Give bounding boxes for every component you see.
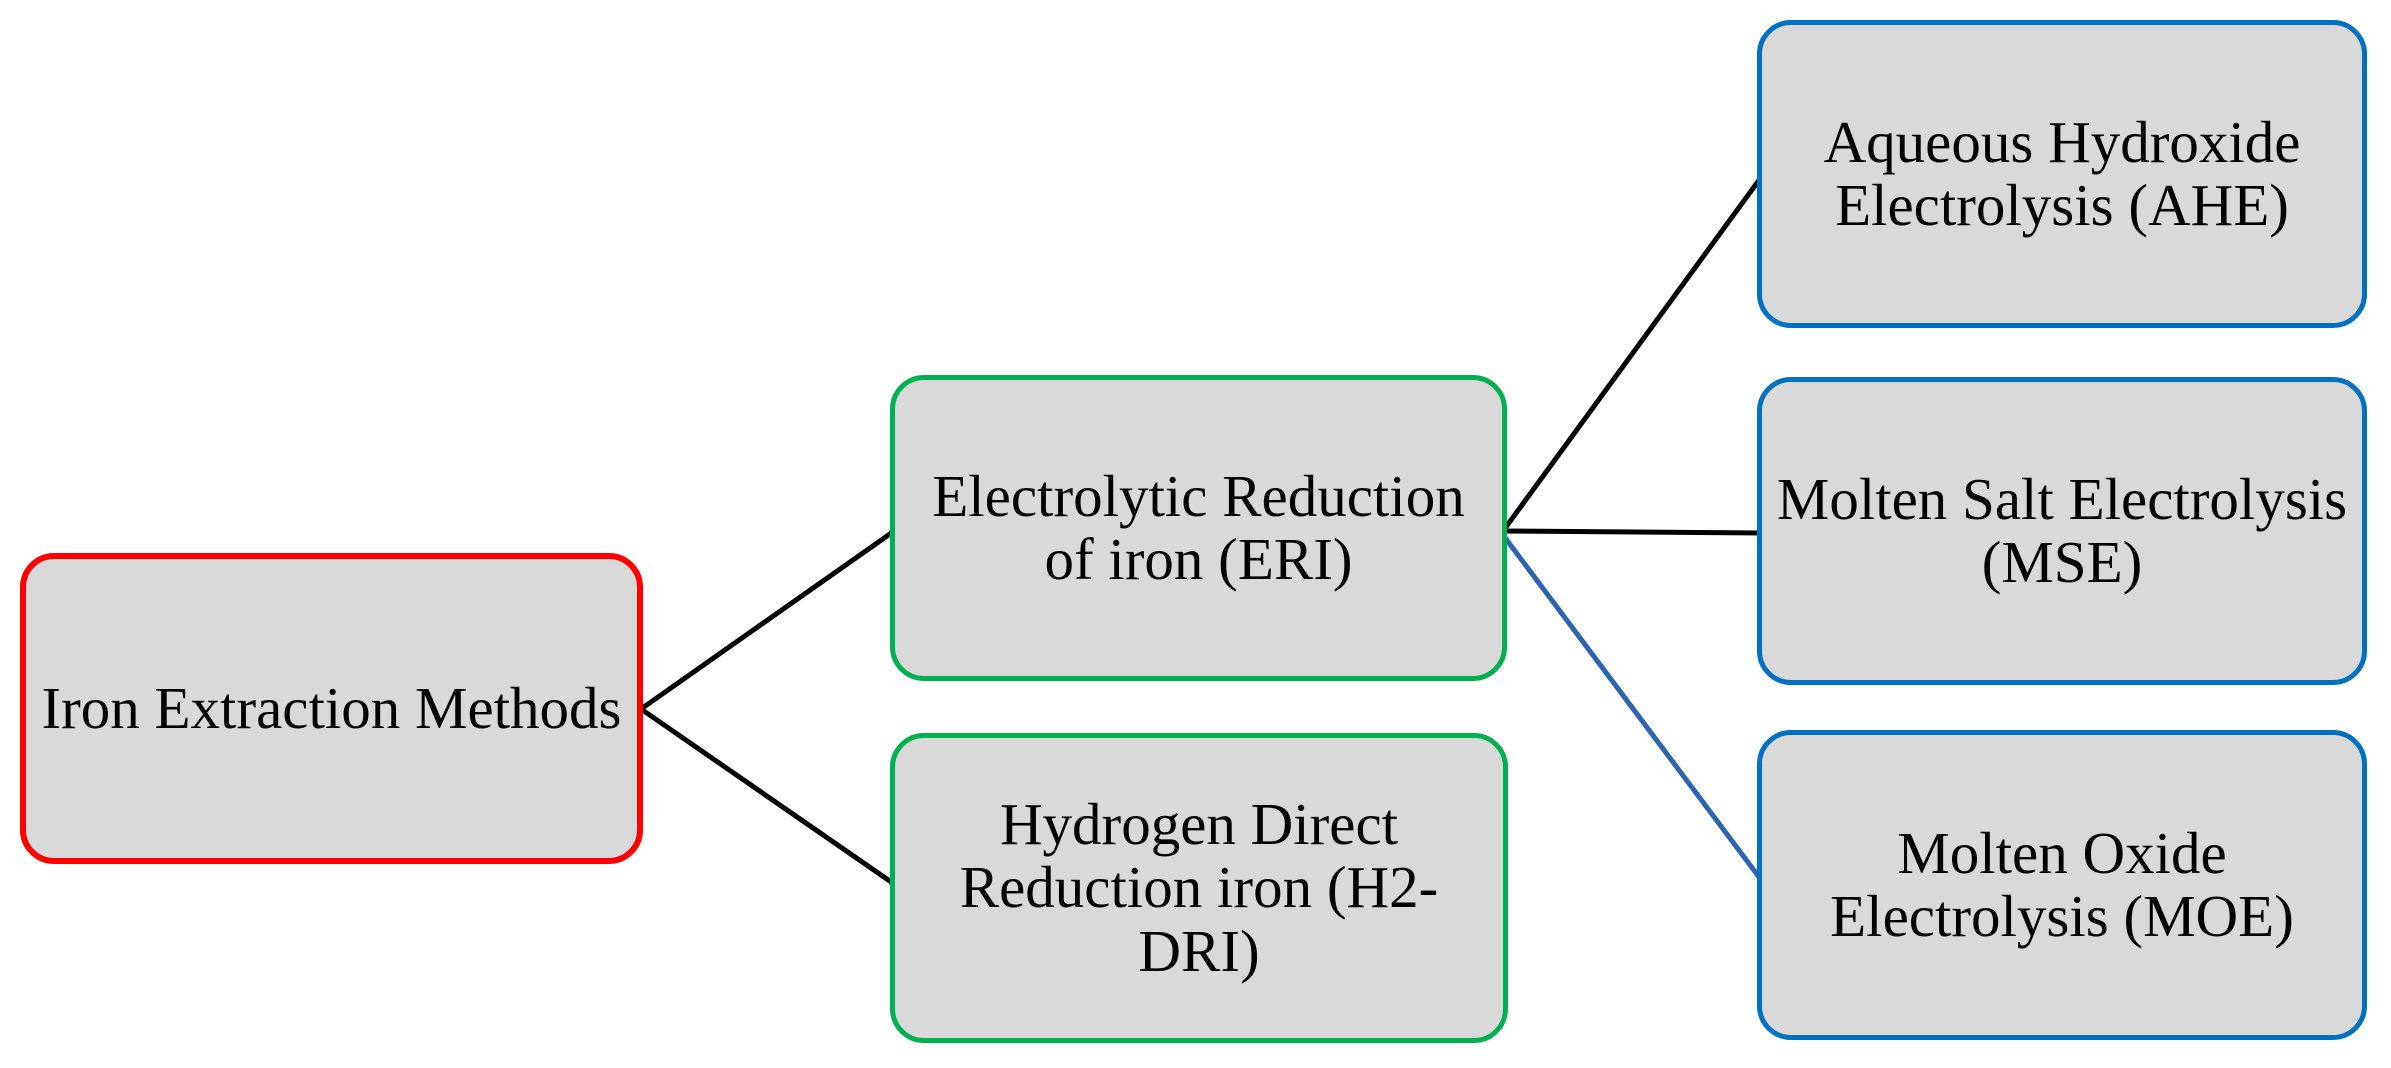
node-aqueous-hydroxide-electrolysis-ahe: Aqueous Hydroxide Electrolysis (AHE) (1757, 20, 2367, 328)
node-iron-extraction-methods: Iron Extraction Methods (20, 553, 643, 864)
node-label-line: (MSE) (1981, 529, 2143, 595)
connector-eri-ahe (1500, 174, 1765, 533)
node-label-line: Hydrogen Direct (999, 791, 1399, 858)
node-label-line: Iron Extraction Methods (41, 674, 622, 741)
node-label-line: Electrolysis (MOE) (1830, 883, 2294, 949)
node-label-line: Electrolytic Reduction (932, 462, 1465, 529)
node-hydrogen-direct-reduction-h2dri: Hydrogen Direct Reduction iron (H2- DRI) (890, 733, 1508, 1043)
connector-root-eri (639, 526, 899, 712)
connector-root-h2dri (639, 706, 899, 889)
node-label-line: Molten Salt Electrolysis (1776, 465, 2348, 532)
node-label-line: Aqueous Hydroxide (1823, 108, 2301, 175)
node-label-line: DRI) (1138, 917, 1260, 984)
node-molten-oxide-electrolysis-moe: Molten Oxide Electrolysis (MOE) (1757, 730, 2367, 1040)
node-label-line: Molten Oxide (1897, 819, 2227, 886)
node-molten-salt-electrolysis-mse: Molten Salt Electrolysis (MSE) (1757, 377, 2367, 685)
node-label-line: of iron (ERI) (1044, 526, 1353, 592)
node-electrolytic-reduction-eri: Electrolytic Reduction of iron (ERI) (890, 375, 1507, 681)
node-label-line: Reduction iron (H2- (959, 854, 1439, 921)
connector-eri-moe (1500, 533, 1765, 883)
node-label-line: Electrolysis (AHE) (1835, 172, 2289, 238)
connector-eri-mse (1502, 528, 1763, 536)
